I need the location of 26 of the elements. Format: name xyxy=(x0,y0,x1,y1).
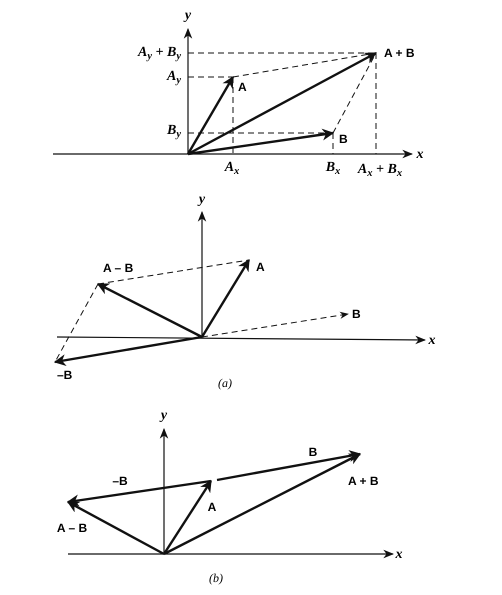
vector-label: A – B xyxy=(56,522,88,534)
axis-label: A$_{x}$ + B$_{x}$ xyxy=(358,163,402,177)
vector-label: B xyxy=(308,446,318,458)
axis-label: y xyxy=(160,409,168,423)
axis-label: A$_{x}$ xyxy=(224,161,240,175)
axis-label: x xyxy=(416,148,424,162)
vector-label: –B xyxy=(57,369,72,381)
axis-label: A$_{y}$ + B$_{y}$ xyxy=(138,46,181,60)
axis-label: y xyxy=(198,193,206,207)
vector-label: B xyxy=(339,133,348,145)
panel-caption: (b) xyxy=(209,572,223,584)
axis-label: A$_{y}$ xyxy=(166,70,181,84)
axis-label: B$_{y}$ xyxy=(166,124,181,138)
axis-label: x xyxy=(396,548,402,562)
vector-label: –B xyxy=(112,475,128,487)
vector-label: A xyxy=(238,81,247,93)
vector-label: B xyxy=(352,308,361,320)
axis-label: B$_{x}$ xyxy=(326,161,340,175)
vector-label: A + B xyxy=(384,47,415,59)
vector-label: A + B xyxy=(348,475,379,487)
axis-label: y xyxy=(184,9,192,23)
vector-label: A – B xyxy=(103,262,134,274)
vector-label: A xyxy=(256,261,265,273)
panel-caption: (a) xyxy=(218,377,232,389)
vector-label: A xyxy=(208,501,216,513)
axis-label: x xyxy=(428,334,436,348)
